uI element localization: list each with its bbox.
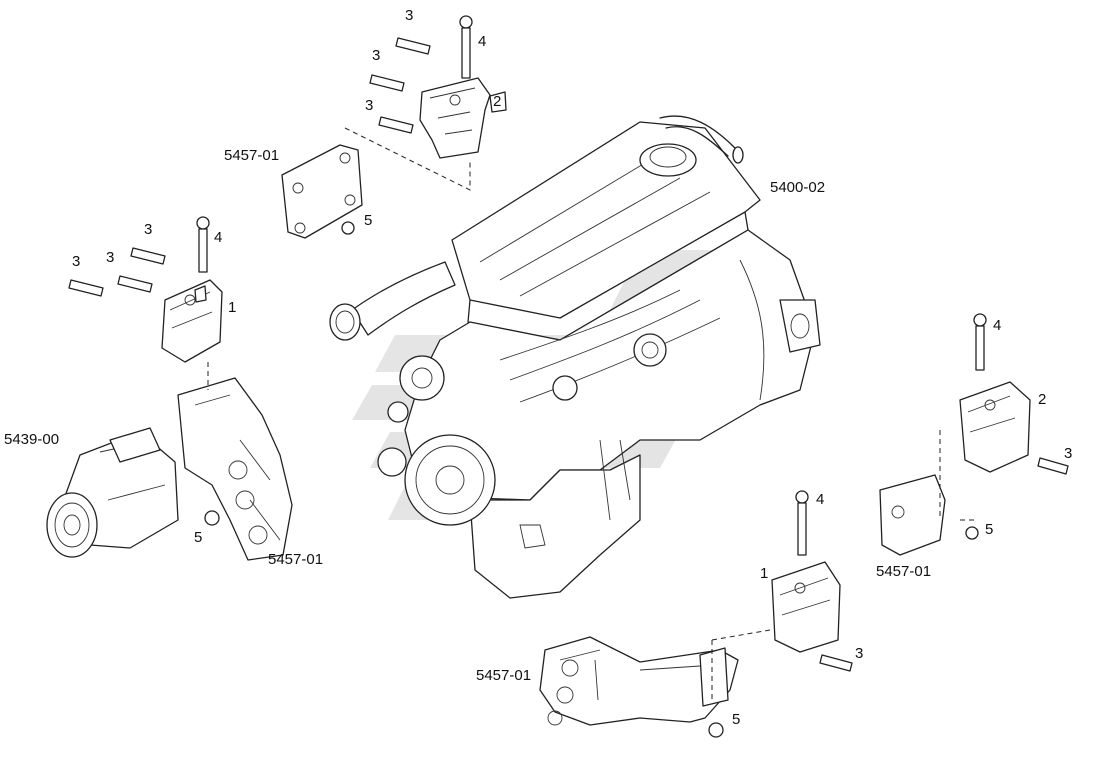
- engine-callout: 5400-02: [770, 179, 825, 196]
- item-3-left-a: 3: [144, 221, 152, 238]
- right-engine-mount[interactable]: [879, 313, 1069, 556]
- item-1-left: 1: [228, 299, 236, 316]
- item-5-right: 5: [985, 521, 993, 538]
- item-3-left-c: 3: [72, 253, 80, 270]
- item-5-left: 5: [194, 529, 202, 546]
- item-5-bottom: 5: [732, 711, 740, 728]
- item-4-top: 4: [478, 33, 486, 50]
- item-3-bottom: 3: [855, 645, 863, 662]
- item-3-top-b: 3: [372, 47, 380, 64]
- item-3-right: 3: [1064, 445, 1072, 462]
- mount-right-callout: 5457-01: [876, 563, 931, 580]
- item-4-right: 4: [993, 317, 1001, 334]
- top-engine-mount[interactable]: [281, 15, 507, 239]
- left-engine-mount[interactable]: [68, 216, 293, 561]
- item-2-top: 2: [493, 93, 501, 110]
- ac-compressor[interactable]: [46, 427, 179, 558]
- item-3-top-c: 3: [365, 97, 373, 114]
- mount-bottom-callout: 5457-01: [476, 667, 531, 684]
- mount-left-callout: 5457-01: [268, 551, 323, 568]
- item-4-left: 4: [214, 229, 222, 246]
- compressor-callout: 5439-00: [4, 431, 59, 448]
- item-5-top: 5: [364, 212, 372, 229]
- engine-assembly[interactable]: [329, 115, 821, 599]
- item-2-right: 2: [1038, 391, 1046, 408]
- item-4-bottom: 4: [816, 491, 824, 508]
- item-1-bottom: 1: [760, 565, 768, 582]
- labels: 5400-02 5439-00 5457-01 5457-01 5457-01 …: [4, 7, 1072, 728]
- mount-top-callout: 5457-01: [224, 147, 279, 164]
- bottom-engine-mount[interactable]: [539, 490, 853, 738]
- item-3-left-b: 3: [106, 249, 114, 266]
- item-3-top-a: 3: [405, 7, 413, 24]
